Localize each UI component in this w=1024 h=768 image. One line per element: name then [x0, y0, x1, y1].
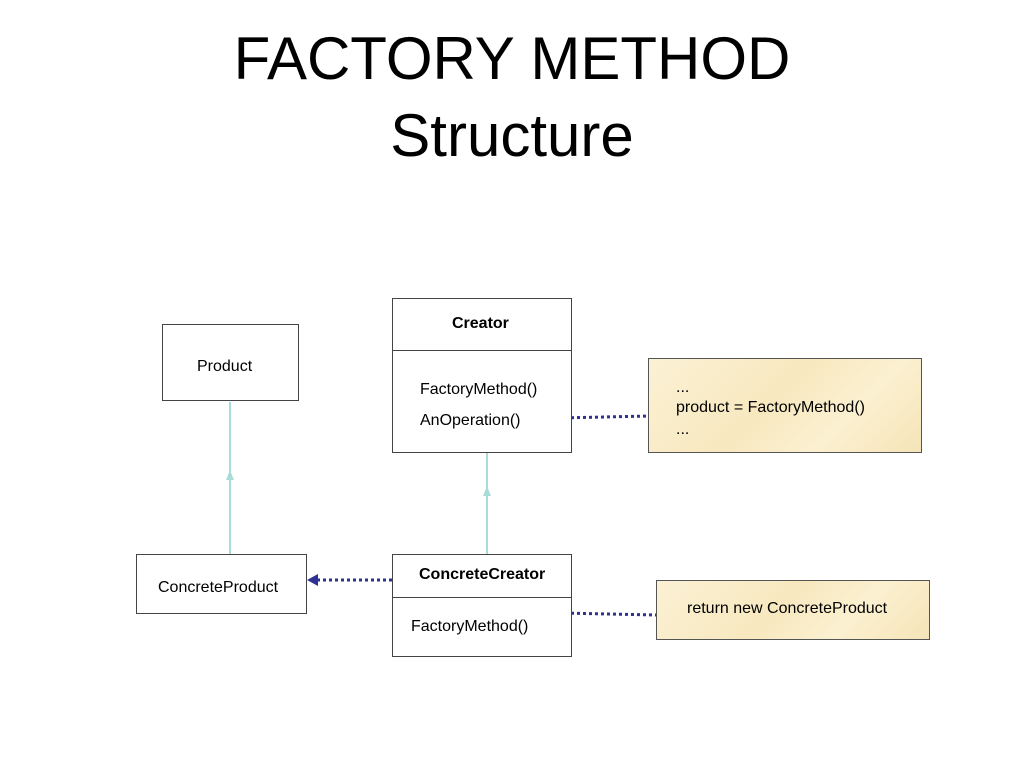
note-line: ...	[676, 379, 690, 396]
inheritance-arrowhead-product	[226, 470, 234, 480]
concrete-creator-class-name: ConcreteCreator	[419, 566, 546, 583]
note-line: return new ConcreteProduct	[687, 600, 888, 617]
concrete-product-class-box: ConcreteProduct	[136, 554, 307, 614]
note-connector-factory-method	[558, 611, 658, 617]
inheritance-arrowhead-creator	[483, 486, 491, 496]
page-subtitle: Structure	[390, 102, 634, 169]
concrete-creator-compartment-divider	[393, 597, 571, 598]
creator-factory-method: FactoryMethod()	[420, 381, 538, 398]
note-line: product = FactoryMethod()	[676, 399, 865, 416]
note-line: ...	[676, 421, 690, 438]
an-operation-note: ... product = FactoryMethod() ...	[648, 358, 922, 453]
creator-class-box: Creator FactoryMethod() AnOperation()	[392, 298, 572, 453]
concrete-product-class-name: ConcreteProduct	[158, 579, 279, 596]
concrete-creator-factory-method: FactoryMethod()	[411, 618, 529, 635]
product-class-name: Product	[197, 358, 253, 375]
creator-an-operation: AnOperation()	[420, 412, 521, 429]
factory-method-note: return new ConcreteProduct	[656, 580, 930, 640]
creator-compartment-divider	[393, 350, 571, 351]
creator-class-name: Creator	[452, 315, 509, 332]
dependency-arrowhead	[307, 574, 318, 586]
page-title: FACTORY METHOD	[233, 25, 791, 92]
note-connector-an-operation	[558, 414, 650, 420]
concrete-creator-class-box: ConcreteCreator FactoryMethod()	[392, 554, 572, 657]
product-class-box: Product	[162, 324, 299, 401]
